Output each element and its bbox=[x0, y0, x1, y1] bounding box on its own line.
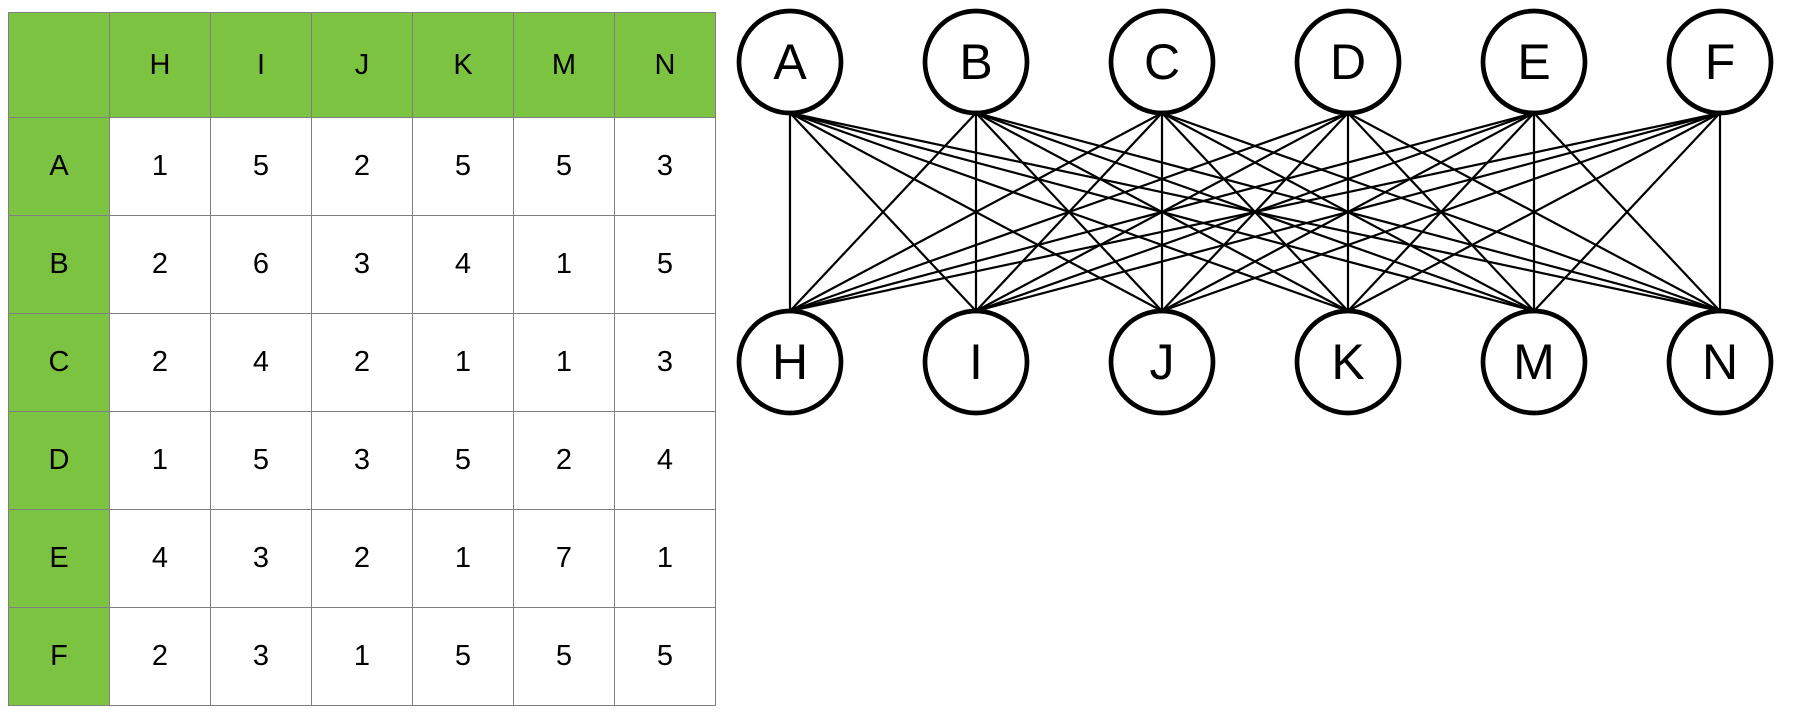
table-cell: 2 bbox=[513, 411, 615, 510]
table-cell: 2 bbox=[311, 509, 413, 608]
graph-node-j: J bbox=[1108, 308, 1216, 416]
table-cell: 1 bbox=[412, 313, 514, 412]
node-label: F bbox=[1705, 34, 1736, 90]
table-cell: 1 bbox=[513, 215, 615, 314]
table-cell: 5 bbox=[210, 411, 312, 510]
graph-edge-c-h bbox=[789, 112, 1163, 312]
graph-node-c: C bbox=[1108, 8, 1216, 116]
table-cell: 1 bbox=[614, 509, 716, 608]
table-cell: 1 bbox=[109, 411, 211, 510]
table-cell: 1 bbox=[513, 313, 615, 412]
table-cell: 5 bbox=[513, 117, 615, 216]
row-header-e: E bbox=[8, 509, 110, 608]
node-label: K bbox=[1331, 334, 1364, 390]
node-circle bbox=[922, 308, 1030, 416]
node-circle bbox=[1294, 308, 1402, 416]
graph-node-k: K bbox=[1294, 308, 1402, 416]
graph-edge-d-h bbox=[789, 111, 1349, 313]
node-label: D bbox=[1330, 34, 1366, 90]
table-cell: 1 bbox=[109, 117, 211, 216]
node-circle bbox=[736, 308, 844, 416]
table-cell: 4 bbox=[210, 313, 312, 412]
graph-edge-f-i bbox=[975, 111, 1721, 313]
node-label: I bbox=[969, 334, 983, 390]
row-header-f: F bbox=[8, 607, 110, 706]
table-cell: 6 bbox=[210, 215, 312, 314]
graph-edge-f-j bbox=[1161, 111, 1721, 313]
node-label: B bbox=[959, 34, 992, 90]
node-circle bbox=[922, 8, 1030, 116]
node-label: H bbox=[772, 334, 808, 390]
node-circle bbox=[1294, 8, 1402, 116]
node-circle bbox=[1666, 308, 1774, 416]
node-label: J bbox=[1150, 334, 1175, 390]
table-cell: 4 bbox=[109, 509, 211, 608]
column-header-k: K bbox=[412, 12, 514, 118]
table-cell: 3 bbox=[614, 313, 716, 412]
graph-node-n: N bbox=[1666, 308, 1774, 416]
graph-edge-f-k bbox=[1347, 112, 1721, 312]
table-cell: 4 bbox=[412, 215, 514, 314]
table-cell: 3 bbox=[311, 215, 413, 314]
table-cell: 2 bbox=[109, 215, 211, 314]
graph-edge-f-m bbox=[1533, 112, 1721, 312]
graph-edge-e-h bbox=[789, 111, 1535, 313]
graph-node-f: F bbox=[1666, 8, 1774, 116]
row-header-a: A bbox=[8, 117, 110, 216]
graph-edge-b-h bbox=[789, 112, 977, 312]
table-cell: 3 bbox=[210, 509, 312, 608]
graph-node-b: B bbox=[922, 8, 1030, 116]
node-label: M bbox=[1513, 334, 1555, 390]
graph-node-i: I bbox=[922, 308, 1030, 416]
column-header-m: M bbox=[513, 12, 615, 118]
row-header-b: B bbox=[8, 215, 110, 314]
node-label: A bbox=[773, 34, 807, 90]
graph-node-m: M bbox=[1480, 308, 1588, 416]
node-label: N bbox=[1702, 334, 1738, 390]
graph-node-d: D bbox=[1294, 8, 1402, 116]
graph-edge-f-h bbox=[789, 111, 1721, 313]
table-cell: 3 bbox=[210, 607, 312, 706]
node-circle bbox=[1480, 308, 1588, 416]
graph-node-a: A bbox=[736, 8, 844, 116]
table-cell: 5 bbox=[412, 607, 514, 706]
table-corner-cell bbox=[8, 12, 110, 118]
node-label: E bbox=[1517, 34, 1550, 90]
table-cell: 5 bbox=[412, 117, 514, 216]
table-cell: 5 bbox=[513, 607, 615, 706]
table-cell: 2 bbox=[311, 313, 413, 412]
graph-node-e: E bbox=[1480, 8, 1588, 116]
column-header-i: I bbox=[210, 12, 312, 118]
node-label: C bbox=[1144, 34, 1180, 90]
table-cell: 5 bbox=[614, 215, 716, 314]
table-cell: 1 bbox=[311, 607, 413, 706]
node-circle bbox=[1108, 308, 1216, 416]
table-cell: 2 bbox=[109, 313, 211, 412]
table-cell: 5 bbox=[614, 607, 716, 706]
table-cell: 7 bbox=[513, 509, 615, 608]
table-cell: 4 bbox=[614, 411, 716, 510]
node-circle bbox=[1108, 8, 1216, 116]
column-header-j: J bbox=[311, 12, 413, 118]
table-cell: 2 bbox=[109, 607, 211, 706]
node-circle bbox=[1480, 8, 1588, 116]
table-cell: 2 bbox=[311, 117, 413, 216]
column-header-n: N bbox=[614, 12, 716, 118]
node-circle bbox=[1666, 8, 1774, 116]
node-circle bbox=[736, 8, 844, 116]
row-header-c: C bbox=[8, 313, 110, 412]
table-cell: 5 bbox=[412, 411, 514, 510]
table-cell: 5 bbox=[210, 117, 312, 216]
graph-node-h: H bbox=[736, 308, 844, 416]
